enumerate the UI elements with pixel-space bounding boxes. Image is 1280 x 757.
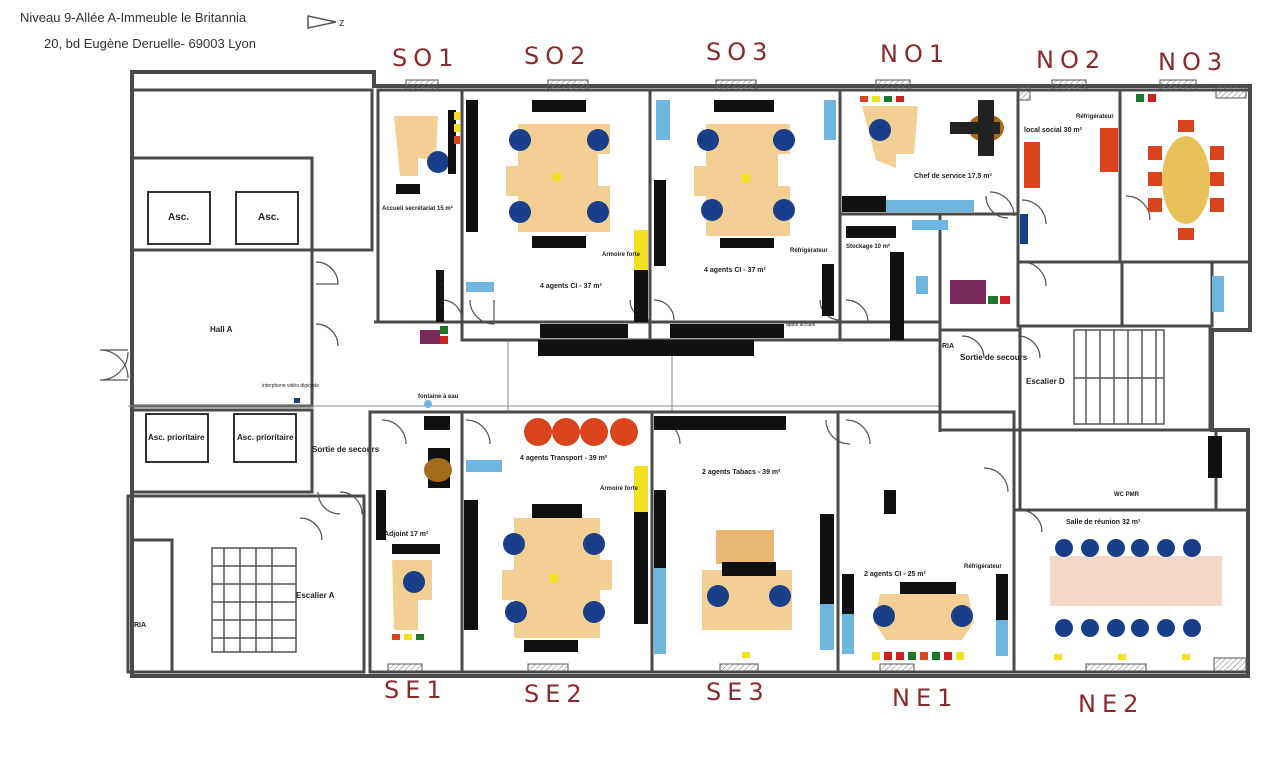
interphone-marker (294, 398, 300, 403)
room-ne1 (842, 490, 1008, 660)
zone-label-ne1: NE1 (892, 684, 959, 712)
zone-label-so1: SO1 (392, 44, 460, 72)
plan-title: Niveau 9-Allée A-Immeuble le Britannia (20, 10, 247, 25)
room-so3 (538, 100, 836, 356)
bottom-windows (387, 657, 1247, 674)
room-se2 (464, 418, 648, 652)
so2-label: 4 agents CI - 37 m² (540, 283, 603, 290)
north-label: z (339, 17, 345, 29)
armoire2-label: Armoire forte (600, 486, 639, 492)
zone-label-se3: SE3 (706, 678, 770, 706)
stockage-label: Stockage 10 m² (846, 243, 890, 250)
zone-label-se2: SE2 (524, 680, 588, 708)
accueil-label: Accueil secrétariat 15 m² (382, 205, 453, 212)
tabacs-label: 2 agents Tabacs - 39 m² (702, 469, 781, 476)
zone-label-ne2: NE2 (1078, 690, 1145, 718)
interphone-label: interphone vidéo digicode (262, 383, 319, 389)
armoire1-label: Armoire forte (602, 252, 641, 258)
fontaine-label: fontaine à eau (418, 394, 459, 400)
room-no3 (1136, 94, 1224, 312)
sortie-right-label: Sortie de secours (960, 353, 1028, 362)
elevator-priority-2-label: Asc. prioritaire (237, 433, 294, 442)
refrig1-label: Réfrigérateur (790, 248, 828, 254)
north-arrow-icon: z (306, 12, 346, 32)
room-se3 (654, 416, 834, 658)
room-se1 (376, 416, 452, 640)
zone-label-so3: SO3 (706, 38, 774, 66)
room-no2 (1020, 128, 1118, 244)
chef-label: Chef de service 17.5 m² (914, 173, 992, 180)
ne1-label: 2 agents CI - 25 m² (864, 571, 927, 578)
bottom-room-walls (368, 410, 1250, 674)
core-walls (126, 88, 374, 674)
zone-label-se1: SE1 (384, 676, 448, 704)
zone-label-no2: NO2 (1036, 46, 1107, 74)
escalier-a-label: Escalier A (296, 591, 335, 600)
fontaine-marker (424, 400, 432, 408)
entrance-doors (99, 349, 129, 381)
refrig3-label: Réfrigérateur (964, 564, 1002, 570)
sortie-left-label: Sortie de secours (312, 445, 380, 454)
outer-walls (130, 70, 1252, 678)
reunion-label: Salle de réunion 32 m² (1066, 519, 1141, 526)
zone-label-no3: NO3 (1158, 48, 1229, 76)
hall-label: Hall A (210, 325, 233, 334)
elevator-1-label: Asc. (168, 212, 189, 223)
local-social-label: local social 30 m² (1024, 127, 1083, 134)
room-so2 (466, 100, 648, 338)
wc-label: WC PMR (1114, 492, 1140, 498)
room-no1 (842, 96, 1010, 340)
room-ne2 (1050, 539, 1222, 660)
appui-label: appui accueil (786, 322, 815, 328)
so3-label: 4 agents CI - 37 m² (704, 267, 767, 274)
refrig2-label: Réfrigérateur (1076, 114, 1114, 120)
elevator-2-label: Asc. (258, 212, 279, 223)
room-so1 (394, 110, 460, 344)
plan-address: 20, bd Eugène Deruelle- 69003 Lyon (44, 36, 257, 51)
ria-right-label: RIA (942, 343, 954, 350)
elevator-priority-1-label: Asc. prioritaire (148, 433, 205, 442)
stairs-d (1073, 329, 1165, 425)
ria-left-label: RIA (134, 622, 146, 629)
zone-label-so2: SO2 (524, 42, 592, 70)
baie-label: Baie de brassage (438, 270, 444, 309)
adjoint-label: Adjoint 17 m² (384, 531, 429, 538)
elevators (145, 191, 299, 463)
escalier-d-label: Escalier D (1026, 377, 1065, 386)
top-room-walls (376, 88, 1252, 342)
zone-label-no1: NO1 (880, 40, 951, 68)
stairs-a (211, 547, 297, 653)
transport-label: 4 agents Transport - 39 m² (520, 455, 608, 462)
chair (427, 151, 449, 173)
